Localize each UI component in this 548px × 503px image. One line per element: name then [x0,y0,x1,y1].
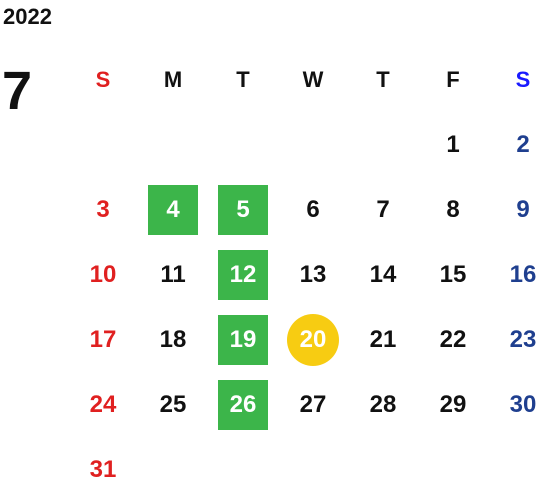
weekday-header-row: S M T W T F S [68,48,548,112]
day-cell[interactable]: 25 [138,380,208,430]
day-number: 5 [218,184,268,235]
weekday-monday: M [163,67,183,92]
day-number: 11 [160,260,186,288]
day-number: 19 [218,314,268,365]
day-cell[interactable]: 9 [488,185,548,235]
day-cell[interactable]: 6 [278,185,348,235]
day-cell[interactable]: 10 [68,250,138,300]
day-cell-highlighted[interactable]: 26 [208,379,278,430]
day-number: 27 [299,390,327,418]
weekday-wednesday: W [302,67,324,92]
day-number: 1 [446,130,460,158]
week-row: 1 2 [68,112,548,177]
day-cell[interactable]: 11 [138,250,208,300]
day-cell[interactable]: 29 [418,380,488,430]
day-number: 7 [376,195,390,223]
day-number: 14 [369,260,397,288]
day-number: 2 [516,130,530,158]
day-number: 21 [369,325,397,353]
calendar-grid: S M T W T F S 1 2 3 4 5 6 7 8 9 10 11 12… [68,48,548,502]
day-cell[interactable]: 16 [488,250,548,300]
weekday-friday: F [446,67,460,92]
day-cell[interactable]: 14 [348,250,418,300]
day-cell-highlighted[interactable]: 4 [138,184,208,235]
week-row: 31 [68,437,548,502]
day-number: 17 [89,325,117,353]
week-row: 3 4 5 6 7 8 9 [68,177,548,242]
day-number: 22 [439,325,467,353]
month-label: 7 [2,61,33,121]
week-row: 17 18 19 20 21 22 23 [68,307,548,372]
day-number: 15 [439,260,467,288]
day-cell-highlighted[interactable]: 5 [208,184,278,235]
day-number: 18 [159,325,187,353]
day-cell[interactable]: 1 [418,120,488,170]
day-number: 24 [89,390,117,418]
day-number: 25 [159,390,187,418]
day-number: 3 [96,195,110,223]
day-cell[interactable]: 13 [278,250,348,300]
year-label: 2022 [3,4,52,29]
week-row: 24 25 26 27 28 29 30 [68,372,548,437]
day-number: 16 [509,260,537,288]
day-cell[interactable]: 30 [488,380,548,430]
day-cell[interactable]: 18 [138,315,208,365]
day-number: 10 [89,260,117,288]
day-number: 28 [369,390,397,418]
day-cell[interactable]: 24 [68,380,138,430]
day-cell[interactable]: 27 [278,380,348,430]
day-number: 26 [218,379,268,430]
day-number: 13 [299,260,327,288]
weekday-sunday: S [95,67,111,92]
day-cell-highlighted[interactable]: 12 [208,249,278,300]
weekday-tuesday: T [236,67,250,92]
day-number: 8 [446,195,460,223]
day-cell[interactable]: 28 [348,380,418,430]
day-cell[interactable]: 23 [488,315,548,365]
day-cell[interactable]: 2 [488,120,548,170]
day-cell[interactable]: 7 [348,185,418,235]
day-number: 12 [218,249,268,300]
day-number: 4 [148,184,198,235]
day-cell-today[interactable]: 20 [278,313,348,366]
weekday-saturday: S [515,67,531,92]
day-number: 20 [287,313,339,366]
day-cell[interactable]: 31 [68,445,138,495]
day-number: 29 [439,390,467,418]
day-cell[interactable]: 3 [68,185,138,235]
day-number: 9 [516,195,530,223]
day-number: 30 [509,390,537,418]
day-cell[interactable]: 21 [348,315,418,365]
day-cell[interactable]: 22 [418,315,488,365]
day-cell[interactable]: 17 [68,315,138,365]
day-cell[interactable]: 8 [418,185,488,235]
day-cell-highlighted[interactable]: 19 [208,314,278,365]
day-number: 6 [306,195,320,223]
weekday-thursday: T [376,67,390,92]
day-number: 23 [509,325,537,353]
week-row: 10 11 12 13 14 15 16 [68,242,548,307]
day-cell[interactable]: 15 [418,250,488,300]
day-number: 31 [89,455,117,483]
